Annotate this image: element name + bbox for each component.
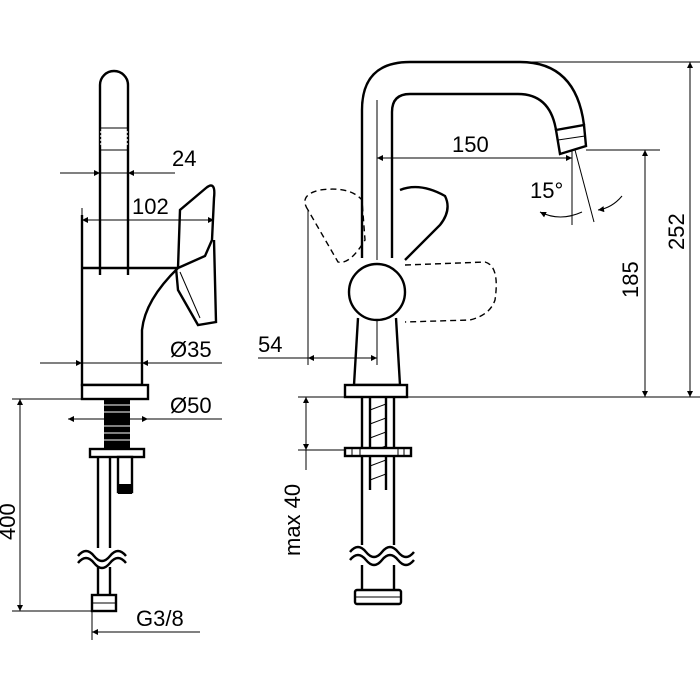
dim-150: 150 [452, 132, 489, 157]
dim-185: 185 [618, 261, 643, 298]
aerator-stripes [99, 127, 129, 151]
side-view [77, 69, 218, 613]
dim-102: 102 [132, 194, 169, 219]
dim-dia50: Ø50 [170, 393, 212, 418]
dim-24: 24 [172, 146, 196, 171]
front-view [304, 60, 588, 606]
dim-252: 252 [664, 213, 689, 250]
dim-g38: G3/8 [136, 606, 184, 631]
side-dimensions: 24 102 Ø35 Ø50 400 G3/8 [0, 146, 222, 640]
dim-max40: max 40 [280, 484, 305, 556]
dim-400: 400 [0, 503, 20, 540]
dim-15deg: 15° [530, 178, 563, 203]
dim-54: 54 [258, 332, 282, 357]
front-dimensions: 150 15° 185 252 54 max 40 [258, 61, 700, 556]
dim-dia35: Ø35 [170, 337, 212, 362]
